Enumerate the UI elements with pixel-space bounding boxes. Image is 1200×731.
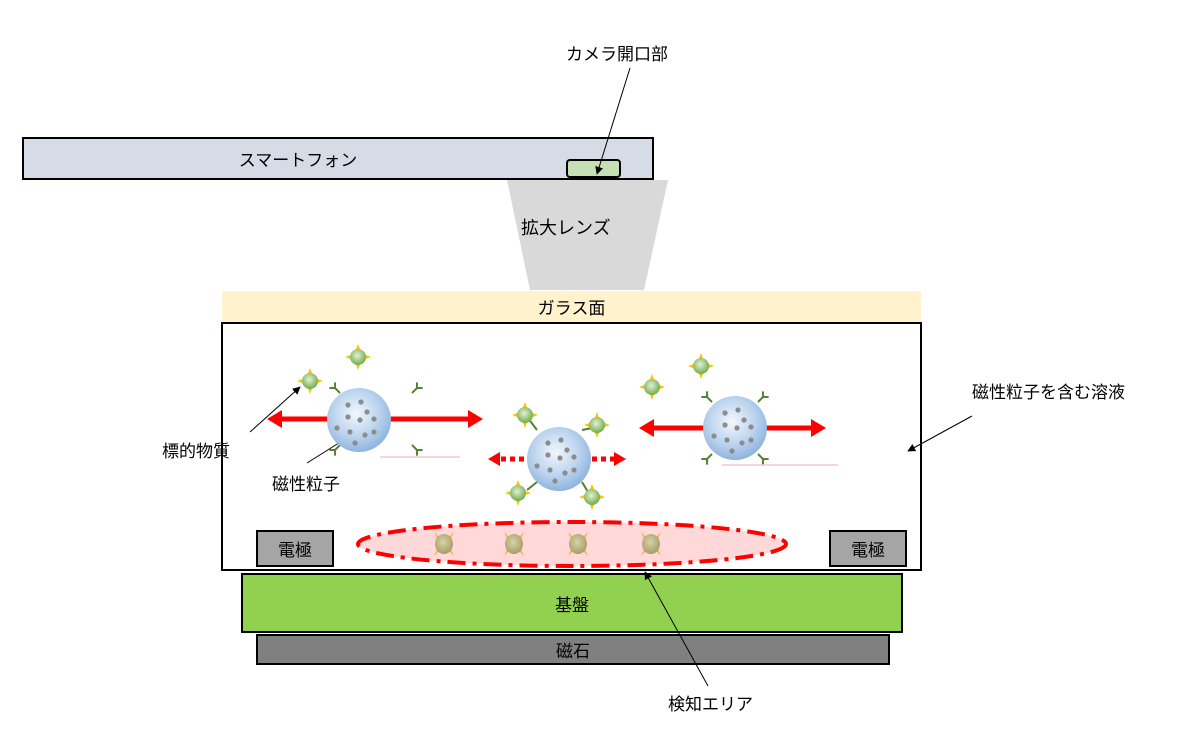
camera-opening [566, 159, 621, 178]
electrode-left: 電極 [256, 530, 334, 567]
magnet: 磁石 [256, 634, 890, 665]
smartphone: スマートフォン [22, 137, 654, 180]
glass-surface-label: ガラス面 [537, 299, 606, 319]
substrate-label: 基盤 [555, 595, 589, 616]
electrode-right-label: 電極 [851, 541, 885, 561]
substrate: 基盤 [241, 573, 903, 633]
solution-label: 磁性粒子を含む溶液 [972, 383, 1125, 403]
magnetic-particle-label: 磁性粒子 [272, 475, 340, 495]
target-substance-label: 標的物質 [162, 442, 230, 462]
electrode-left-label: 電極 [278, 541, 312, 561]
smartphone-label: スマートフォン [238, 151, 358, 171]
glass-surface: ガラス面 [222, 291, 921, 322]
detection-area-label: 検知エリア [668, 695, 753, 715]
electrode-right: 電極 [829, 530, 907, 567]
magnifying-lens-label: 拡大レンズ [521, 218, 611, 239]
magnet-label: 磁石 [556, 642, 590, 662]
camera-opening-label: カメラ開口部 [566, 45, 668, 65]
